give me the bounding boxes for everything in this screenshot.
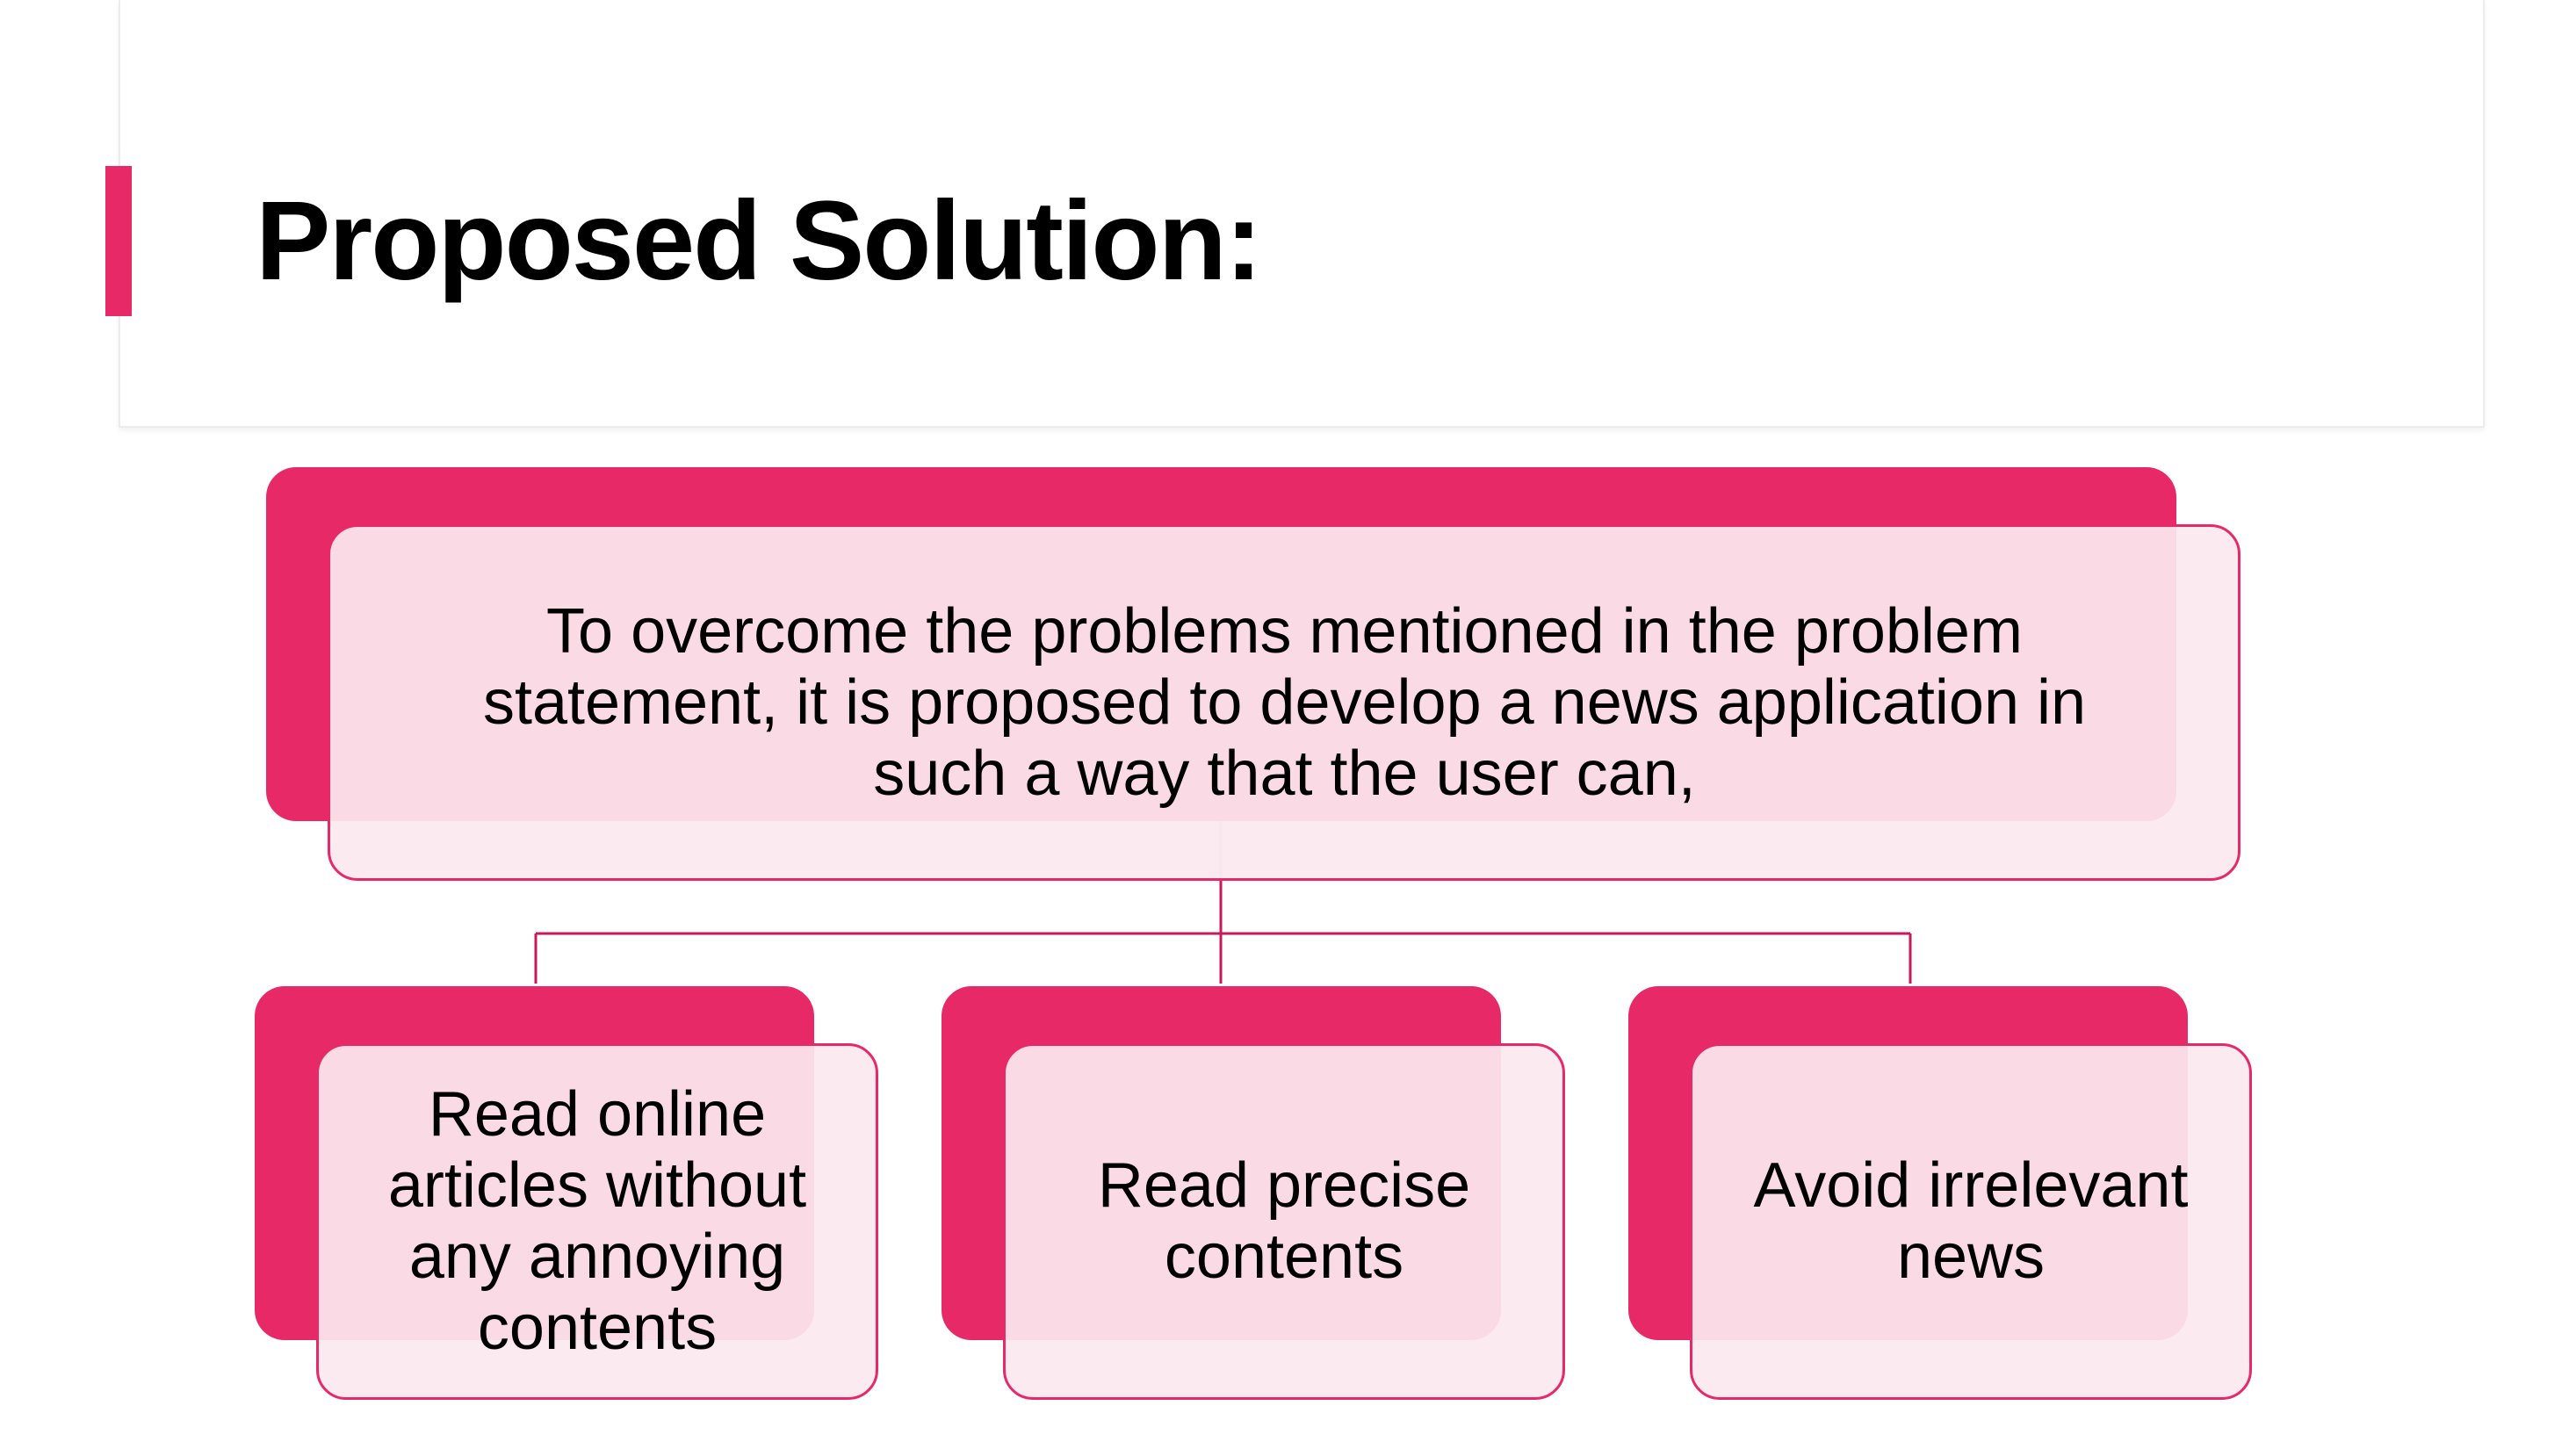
child-2-box [1003, 1043, 1565, 1400]
child-1-text: Read online articles without any annoyin… [387, 1079, 807, 1363]
root-node-text: To overcome the problems mentioned in th… [482, 595, 2087, 809]
child-1-box [316, 1043, 878, 1400]
child-3-text: Avoid irrelevant news [1753, 1150, 2189, 1292]
root-node-box [328, 524, 2240, 881]
title-accent-bar [105, 166, 132, 316]
slide-title: Proposed Solution: [256, 178, 1262, 304]
child-2-text: Read precise contents [1097, 1150, 1471, 1292]
title-card [119, 0, 2485, 428]
child-3-box [1690, 1043, 2252, 1400]
